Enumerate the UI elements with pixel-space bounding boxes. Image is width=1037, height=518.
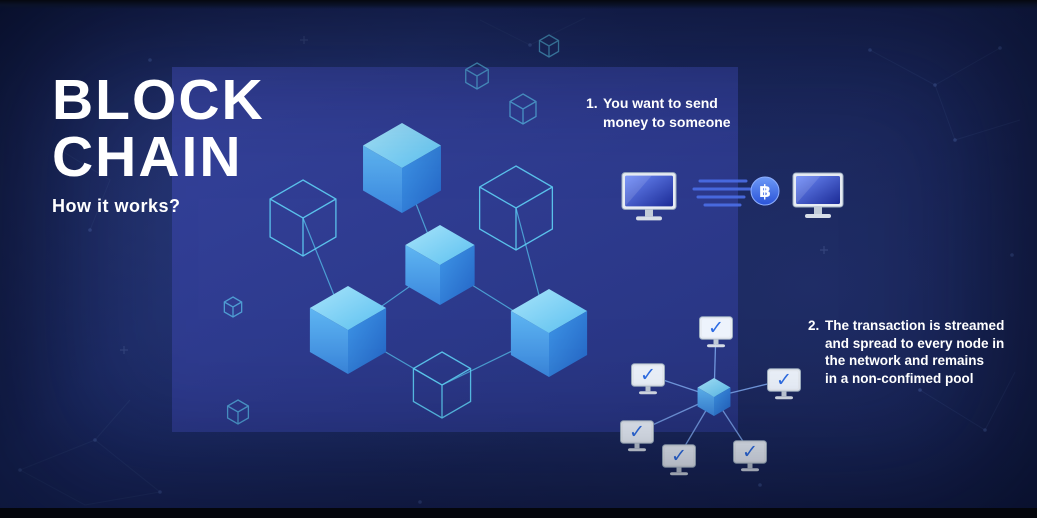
svg-text:✓: ✓ bbox=[776, 368, 792, 391]
svg-text:✓: ✓ bbox=[640, 363, 656, 386]
step2-caption-line: and spread to every node in bbox=[825, 335, 1005, 351]
step2-caption-line: the network and remains bbox=[825, 353, 985, 368]
svg-text:✓: ✓ bbox=[708, 316, 724, 339]
network-spread-illustration: ✓ ✓ ✓ ✓ ✓ ✓ bbox=[620, 316, 801, 476]
bottom-edge-bar bbox=[0, 508, 1037, 518]
step2-caption-line: in a non-confimed pool bbox=[825, 370, 974, 386]
page-subtitle: How it works? bbox=[52, 196, 181, 216]
title-block: BLOCK CHAIN How it works? bbox=[52, 72, 265, 217]
top-edge-bar bbox=[0, 0, 1037, 9]
svg-text:฿: ฿ bbox=[759, 182, 771, 202]
page-title-line-1: BLOCK bbox=[52, 68, 265, 132]
step1-caption-line: 1. You want to send bbox=[586, 94, 731, 113]
svg-text:✓: ✓ bbox=[629, 420, 645, 443]
step1-text: You want to send bbox=[603, 95, 718, 111]
step1-caption: 1. You want to send money to someone bbox=[586, 94, 731, 132]
step2-caption-line: 2. The transaction is streamed bbox=[808, 317, 1033, 335]
step1-caption-line: money to someone bbox=[603, 114, 731, 130]
svg-text:✓: ✓ bbox=[742, 440, 758, 463]
step2-number: 2. bbox=[808, 318, 820, 333]
step2-caption: 2. The transaction is streamed and spread… bbox=[808, 317, 1033, 387]
step1-number: 1. bbox=[586, 95, 598, 111]
send-money-illustration: ฿ bbox=[621, 172, 844, 221]
svg-text:✓: ✓ bbox=[671, 444, 687, 467]
bitcoin-icon bbox=[750, 176, 780, 206]
page-title-line-2: CHAIN bbox=[52, 125, 243, 189]
step2-text: The transaction is streamed bbox=[825, 318, 1005, 333]
blockchain-cubes-illustration bbox=[223, 34, 588, 425]
